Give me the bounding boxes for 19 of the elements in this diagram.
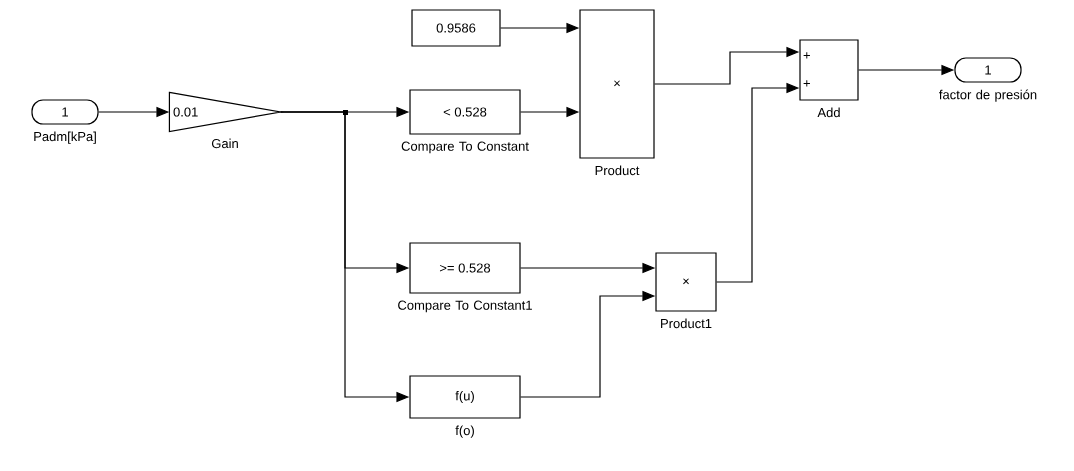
block-label: Product1 [661, 318, 712, 329]
block-label: Padm[kPa] [34, 131, 96, 144]
block: >= 0.528 [409, 242, 521, 294]
block: × [655, 252, 717, 312]
sum-block: + + [799, 39, 859, 101]
port-block: 1 [954, 57, 1022, 83]
port-block: 1 [31, 99, 99, 125]
block-label: Add [817, 107, 840, 118]
block-label: factor de presión [939, 89, 1037, 102]
block-label: Gain [211, 138, 238, 149]
block: < 0.528 [409, 89, 521, 135]
block: × [579, 9, 655, 159]
gain-triangle: 0.01 [168, 91, 285, 133]
block-label: Compare To Constant [401, 141, 529, 154]
block-label: Product [595, 165, 640, 176]
block-label: f(o) [455, 425, 474, 438]
block: 0.9586 [411, 9, 501, 47]
block-label: Compare To Constant1 [398, 300, 532, 313]
block: f(u) [409, 375, 521, 419]
